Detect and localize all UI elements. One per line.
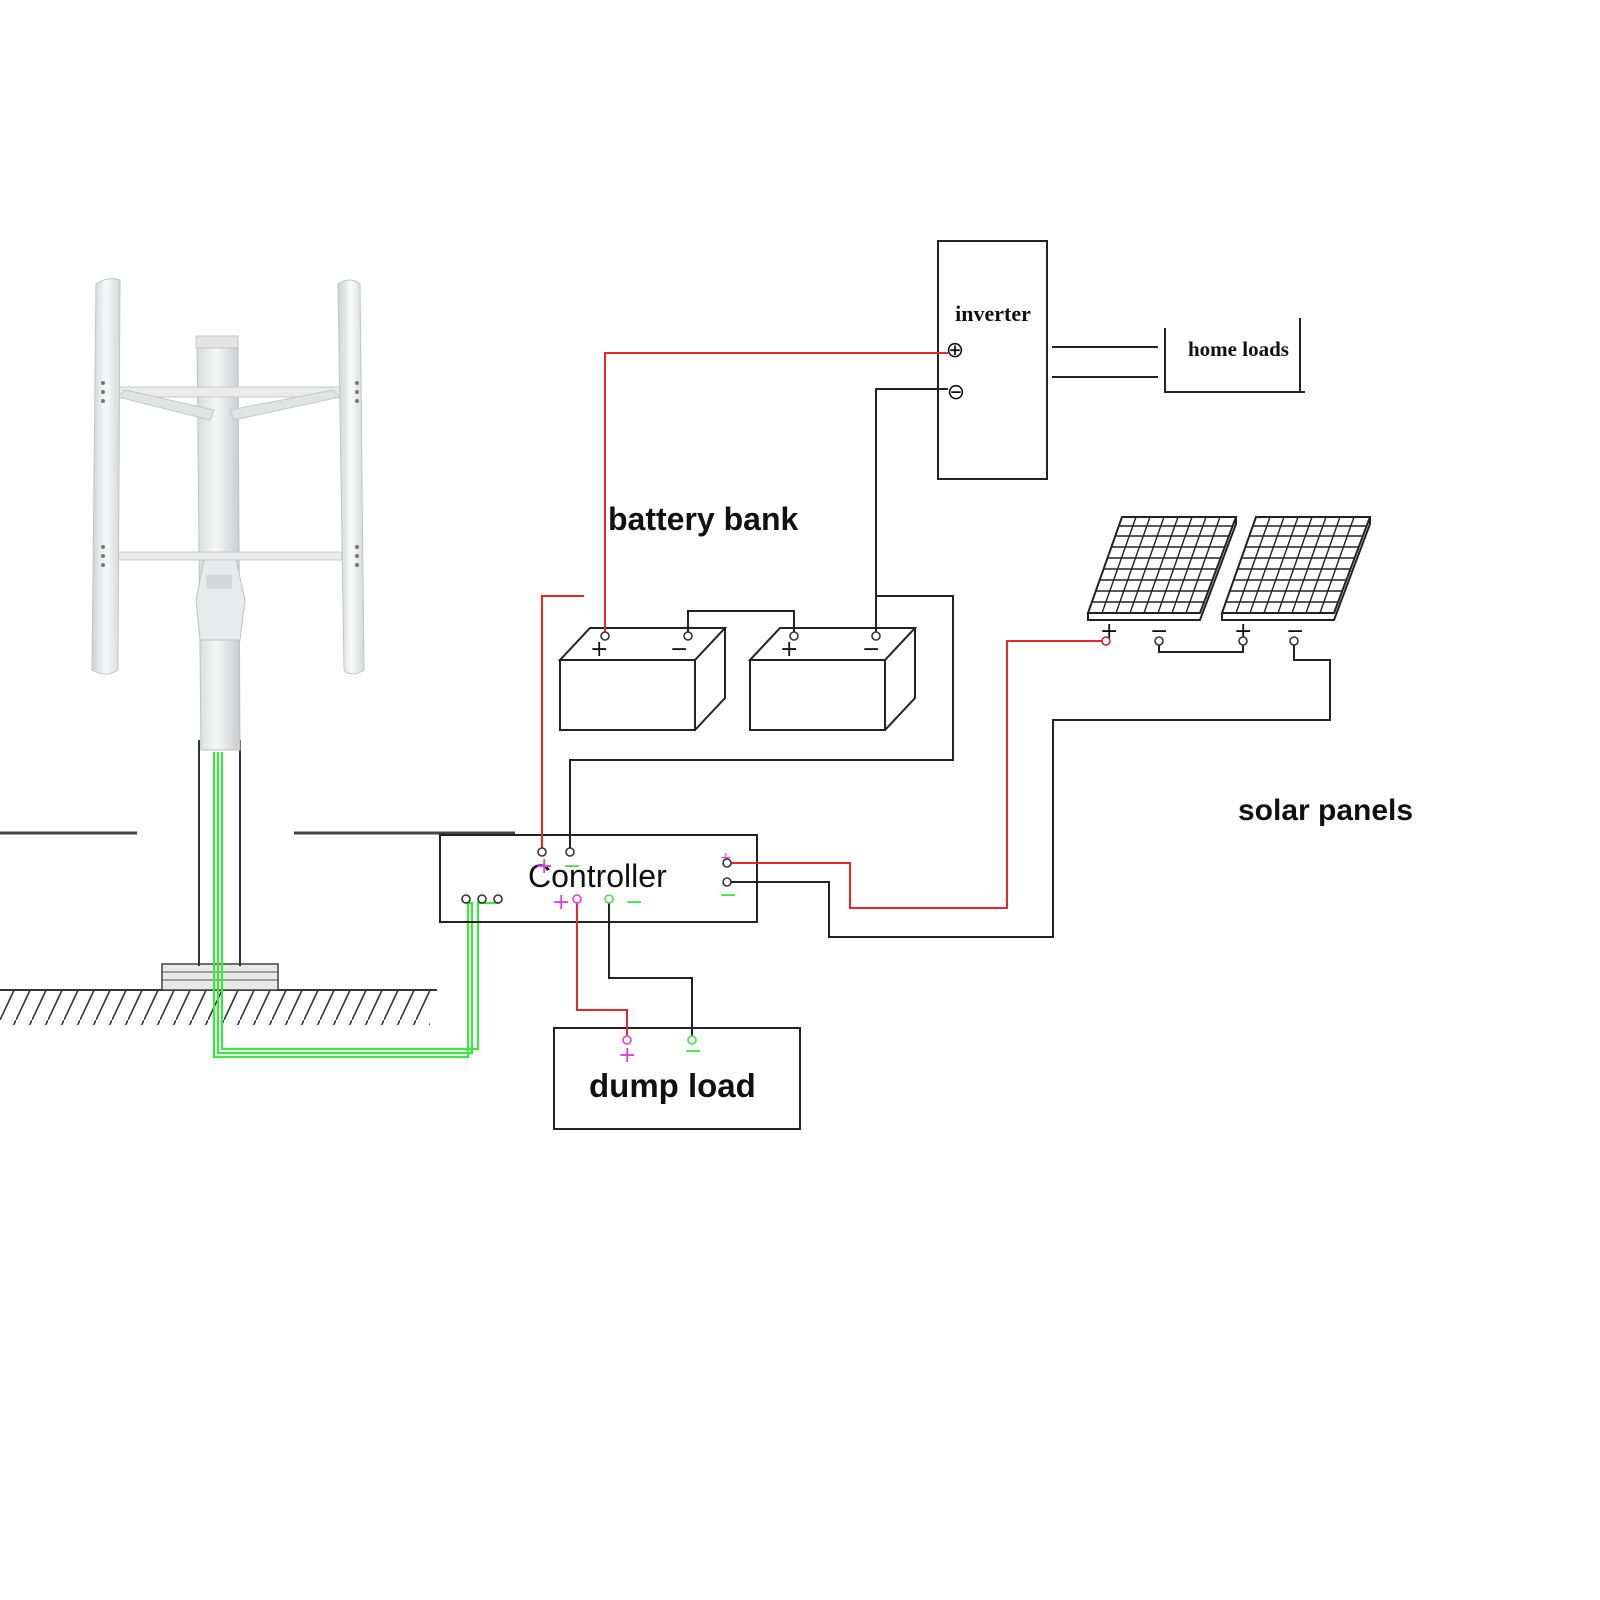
- dump-load-minus: −: [684, 1039, 702, 1064]
- inverter: inverter ⊕ ⊖: [937, 240, 1048, 480]
- ctrl-dump-plus: +: [552, 890, 570, 915]
- battery-2: + −: [747, 627, 918, 731]
- solar-panel-2: + −: [1220, 516, 1372, 644]
- home-loads-label: home loads: [1188, 337, 1289, 361]
- battery-1-plus: +: [590, 637, 608, 662]
- inverter-negative-terminal: ⊖: [947, 380, 965, 405]
- turbine-cable: [212, 752, 500, 1059]
- blade-right: [337, 279, 365, 675]
- home-loads: home loads: [1052, 318, 1305, 393]
- solar-panel-1: + −: [1086, 516, 1238, 644]
- ctrl-dump-minus: −: [625, 890, 643, 915]
- controller: Controller + − + − + −: [439, 834, 758, 923]
- controller-box: [439, 834, 758, 923]
- dump-load-plus: +: [618, 1043, 636, 1068]
- ctrl-solar-minus: −: [719, 883, 737, 908]
- turbine-mast: [196, 341, 241, 751]
- battery-bank-label: battery bank: [608, 501, 798, 537]
- panel-2-plus: +: [1234, 619, 1252, 644]
- ctrl-solar-plus: +: [720, 850, 732, 866]
- controller-label: Controller: [528, 858, 667, 894]
- dump-load: + − dump load: [553, 1027, 801, 1130]
- ctrl-bat-plus: +: [535, 854, 553, 879]
- dump-load-box: [553, 1027, 801, 1130]
- inverter-positive-terminal: ⊕: [946, 338, 964, 363]
- dump-load-label: dump load: [589, 1067, 756, 1104]
- inverter-box: [937, 240, 1048, 480]
- battery-2-plus: +: [780, 637, 798, 662]
- lower-arms: [117, 551, 343, 561]
- solar-panels-label: solar panels: [1238, 794, 1413, 827]
- ctrl-bat-minus: −: [563, 854, 581, 879]
- panel-1-minus: −: [1150, 619, 1168, 644]
- blade-left: [91, 278, 121, 675]
- inverter-label: inverter: [955, 301, 1031, 326]
- upper-arms: [117, 386, 342, 421]
- home-loads-box: [1164, 318, 1305, 393]
- terminals: [461, 631, 1299, 1045]
- battery-1: + −: [557, 627, 728, 731]
- turbine-base: [161, 963, 279, 991]
- wiring: [541, 352, 1331, 1040]
- battery-2-minus: −: [862, 637, 880, 662]
- wind-turbine: [0, 278, 515, 1025]
- battery-1-minus: −: [670, 637, 688, 662]
- turbine-generator: [195, 554, 246, 641]
